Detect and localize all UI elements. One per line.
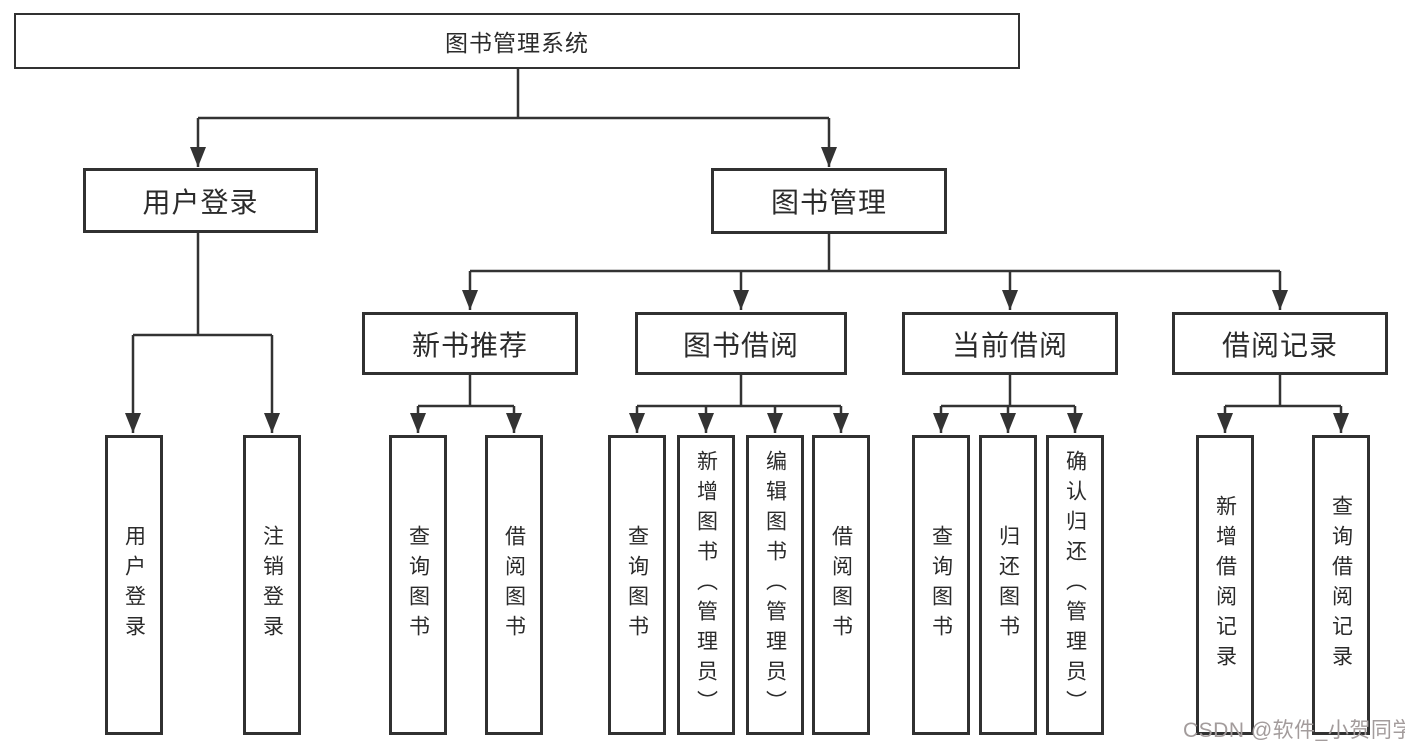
- node-new-book-rec: 新书推荐: [362, 312, 578, 375]
- node-leaf-bb-borrow-book: 借阅图书: [812, 435, 870, 735]
- node-leaf-user-login: 用户登录: [105, 435, 163, 735]
- node-leaf-bb-edit-book: 编辑图书（管理员）: [746, 435, 804, 735]
- leaf-label: 查询图书: [625, 525, 649, 645]
- node-book-mgmt: 图书管理: [711, 168, 947, 234]
- branch-trunks: [133, 69, 1341, 408]
- node-leaf-rec-query-book: 查询图书: [389, 435, 447, 735]
- leaf-label: 注销登录: [260, 525, 284, 645]
- leaf-label: 用户登录: [122, 525, 146, 645]
- leaf-label: 查询图书: [929, 525, 953, 645]
- node-leaf-logout: 注销登录: [243, 435, 301, 735]
- node-leaf-rec-borrow-book: 借阅图书: [485, 435, 543, 735]
- node-leaf-add-record: 新增借阅记录: [1196, 435, 1254, 735]
- node-leaf-bb-add-book: 新增图书（管理员）: [677, 435, 735, 735]
- leaf-label: 新增借阅记录: [1213, 495, 1237, 675]
- node-user-login: 用户登录: [83, 168, 318, 233]
- node-leaf-bb-query-book: 查询图书: [608, 435, 666, 735]
- node-current-borrow: 当前借阅: [902, 312, 1118, 375]
- node-borrow-records: 借阅记录: [1172, 312, 1388, 375]
- node-book-borrow: 图书借阅: [635, 312, 847, 375]
- node-leaf-cur-return-book: 归还图书: [979, 435, 1037, 735]
- leaf-label: 借阅图书: [829, 525, 853, 645]
- leaf-label: 归还图书: [996, 525, 1020, 645]
- leaf-label: 确认归还（管理员）: [1063, 450, 1087, 720]
- leaf-label: 借阅图书: [502, 525, 526, 645]
- leaf-label: 查询图书: [406, 525, 430, 645]
- node-root: 图书管理系统: [14, 13, 1020, 69]
- node-leaf-cur-confirm-return: 确认归还（管理员）: [1046, 435, 1104, 735]
- node-leaf-cur-query-book: 查询图书: [912, 435, 970, 735]
- leaf-label: 新增图书（管理员）: [694, 450, 718, 720]
- csdn-watermark: CSDN @软件_小贺同学: [1183, 719, 1405, 742]
- leaf-label: 编辑图书（管理员）: [763, 450, 787, 720]
- node-leaf-query-record: 查询借阅记录: [1312, 435, 1370, 735]
- leaf-label: 查询借阅记录: [1329, 495, 1353, 675]
